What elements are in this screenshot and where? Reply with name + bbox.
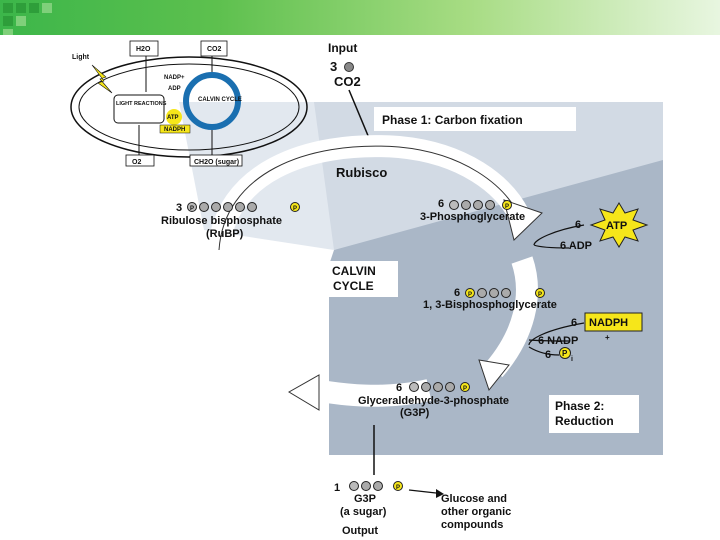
pga-chain [449,200,512,210]
adp-label: ADP [168,86,181,92]
g3p-name: Glyceraldehyde-3-phosphate [358,395,509,407]
atp-label: ATP [606,220,627,232]
output-title: Output [342,525,378,537]
phase1-label: Phase 1: Carbon fixation [382,113,523,127]
nadph-label: NADPH [589,317,628,329]
input-count: 3 [330,59,337,74]
output-sub: (a sugar) [340,506,387,518]
phase2-line2: Reduction [555,414,614,428]
pga-name: 3-Phosphoglycerate [420,211,525,223]
output-phosphate: P [396,485,400,491]
calvin-cycle-label-box [326,261,398,297]
input-molecule: CO2 [334,74,361,89]
rubp-count: 3 [176,202,182,214]
rubp-chain [187,202,300,212]
product-line2: other organic [441,506,511,518]
co2-molecule-dot [344,62,354,72]
corner-square-2 [16,3,26,13]
corner-square-6 [42,3,52,13]
sugar-label: CH2O (sugar) [194,159,239,166]
rubp-phosphate-1: P [190,206,194,212]
atp-burst [589,202,649,248]
g3p-chain [409,382,470,392]
corner-square-4 [3,16,13,26]
calvin-label-small: CALVIN CYCLE [198,97,242,103]
phase1-label-box [374,107,576,131]
calvin-cycle-figure: Light H2O CO2 NADP+ ADP LIGHT REACTIONS … [64,35,663,540]
rubp-abbr: (RuBP) [206,228,244,240]
g3p-abbr: (G3P) [400,407,430,419]
g3p-count: 6 [396,382,402,394]
pga-phosphate: P [505,204,509,210]
calvin-cycle-line2: CYCLE [333,279,374,293]
bpg-count: 6 [454,287,460,299]
cycle-arrowhead-2 [478,359,510,392]
output-products-arrow [408,489,437,494]
bpg-chain [465,288,545,298]
bpg-phosphate-1: P [468,292,472,298]
output-chain [349,481,403,491]
nadp-plus: + [605,333,610,342]
h2o-label: H2O [136,46,151,53]
pi-circle [559,347,571,359]
chloroplast-overview: Light H2O CO2 NADP+ ADP LIGHT REACTIONS … [70,40,308,167]
phase2-line1: Phase 2: [555,399,604,413]
light-label: Light [72,54,90,61]
g3p-phosphate: P [463,386,467,392]
product-line1: Glucose and [441,493,507,505]
nadp-label: NADP+ [164,75,185,81]
atp-count: 6 [575,219,581,231]
output-name: G3P [354,493,376,505]
pi-subscript: i [571,356,573,363]
rubp-name: Ribulose bisphosphate [161,215,282,227]
corner-square-3 [29,3,39,13]
phase2-panel [329,160,663,455]
product-line3: compounds [441,519,503,531]
rubp-phosphate-2: P [293,206,297,212]
pga-count: 6 [438,198,444,210]
nadph-count: 6 [571,317,577,329]
cycle-arrowhead-3 [288,374,320,411]
nadph-label-small: NADPH [164,127,185,133]
co2-label: CO2 [207,46,222,53]
nadp-label: 6 NADP [538,335,578,347]
bpg-phosphate-2: P [538,292,542,298]
pi-count: 6 [545,349,551,361]
adp-label: 6 ADP [560,240,592,252]
calvin-cycle-line1: CALVIN [332,264,376,278]
calvin-cycle-diagram: Light H2O CO2 NADP+ ADP LIGHT REACTIONS … [70,40,663,537]
corner-square-7 [3,29,13,35]
o2-label: O2 [132,159,141,166]
nadph-box [584,312,643,332]
title-bar [0,0,720,35]
corner-square-1 [3,3,13,13]
corner-square-5 [16,16,26,26]
input-title: Input [328,41,357,55]
cycle-arrowhead-1 [503,199,543,241]
pi-symbol: P [562,349,568,358]
output-count: 1 [334,482,340,494]
phase2-label-box [549,395,639,433]
rubisco-label: Rubisco [336,165,387,180]
atp-label-small: ATP [167,115,179,121]
bpg-name: 1, 3-Bisphosphoglycerate [423,299,557,311]
light-reactions-label: LIGHT REACTIONS [116,101,167,107]
